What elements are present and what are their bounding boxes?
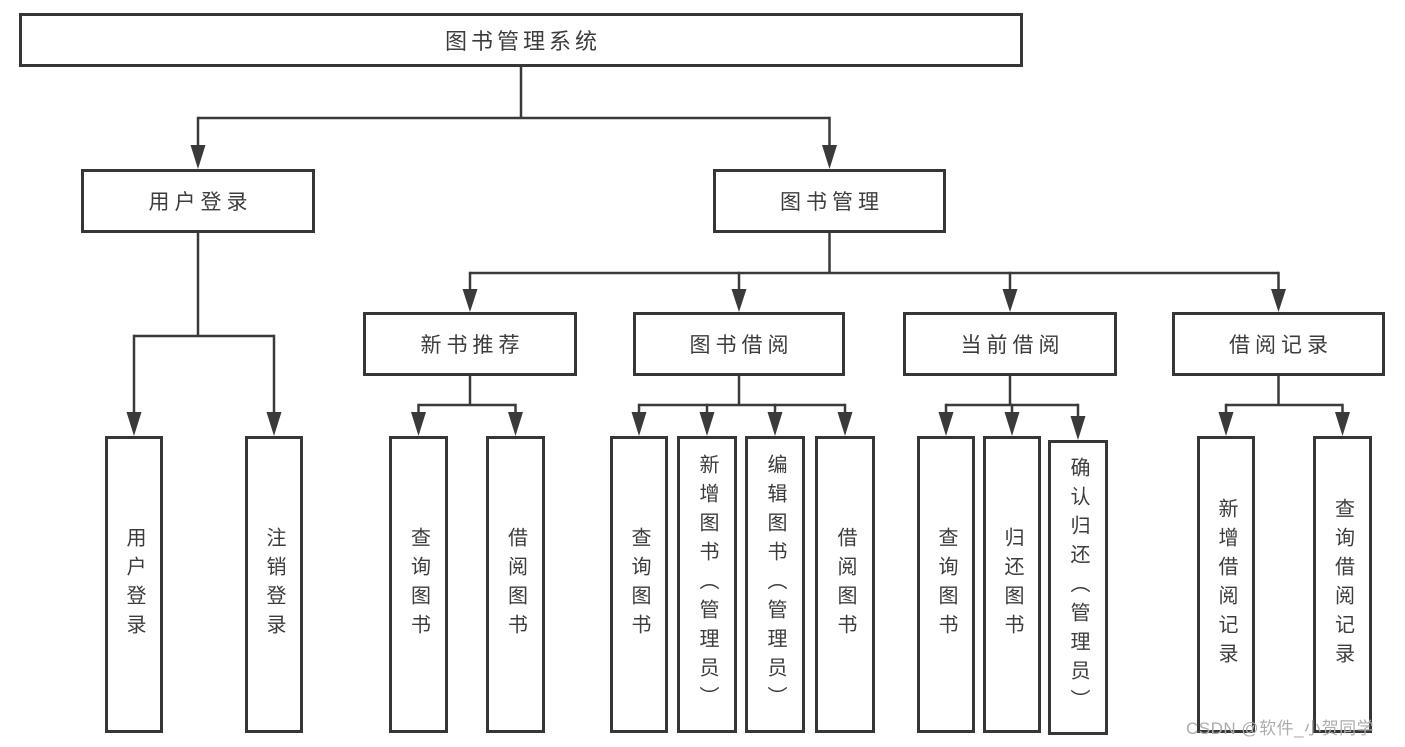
leaf-record-add-borrow-record: 新增借阅记录 bbox=[1197, 436, 1255, 733]
node-user-login: 用户登录 bbox=[81, 169, 315, 233]
leaf-borrow-add-books-admin: 新增图书（管理员） bbox=[677, 436, 737, 733]
leaf-borrow-edit-books-admin: 编辑图书（管理员） bbox=[745, 436, 805, 733]
leaf-newbook-query-books: 查询图书 bbox=[389, 436, 448, 733]
node-book-borrow: 图书借阅 bbox=[633, 312, 845, 376]
leaf-current-confirm-return-admin: 确认归还（管理员） bbox=[1048, 440, 1108, 735]
node-current-borrow: 当前借阅 bbox=[903, 312, 1117, 376]
leaf-newbook-borrow-books: 借阅图书 bbox=[486, 436, 545, 733]
node-borrow-record: 借阅记录 bbox=[1172, 312, 1385, 376]
leaf-borrow-borrow-books: 借阅图书 bbox=[815, 436, 875, 733]
leaf-current-query-books: 查询图书 bbox=[917, 436, 975, 733]
node-book-management: 图书管理 bbox=[713, 169, 946, 233]
leaf-record-query-borrow-record: 查询借阅记录 bbox=[1313, 436, 1372, 733]
leaf-borrow-query-books: 查询图书 bbox=[610, 436, 668, 733]
leaf-current-return-books: 归还图书 bbox=[983, 436, 1041, 733]
leaf-logout: 注销登录 bbox=[245, 436, 303, 733]
csdn-watermark: CSDN @软件_小贺同学 bbox=[1186, 719, 1375, 738]
node-new-book-recommend: 新书推荐 bbox=[363, 312, 577, 376]
node-library-management-system: 图书管理系统 bbox=[19, 13, 1023, 67]
leaf-user-login: 用户登录 bbox=[105, 436, 163, 733]
